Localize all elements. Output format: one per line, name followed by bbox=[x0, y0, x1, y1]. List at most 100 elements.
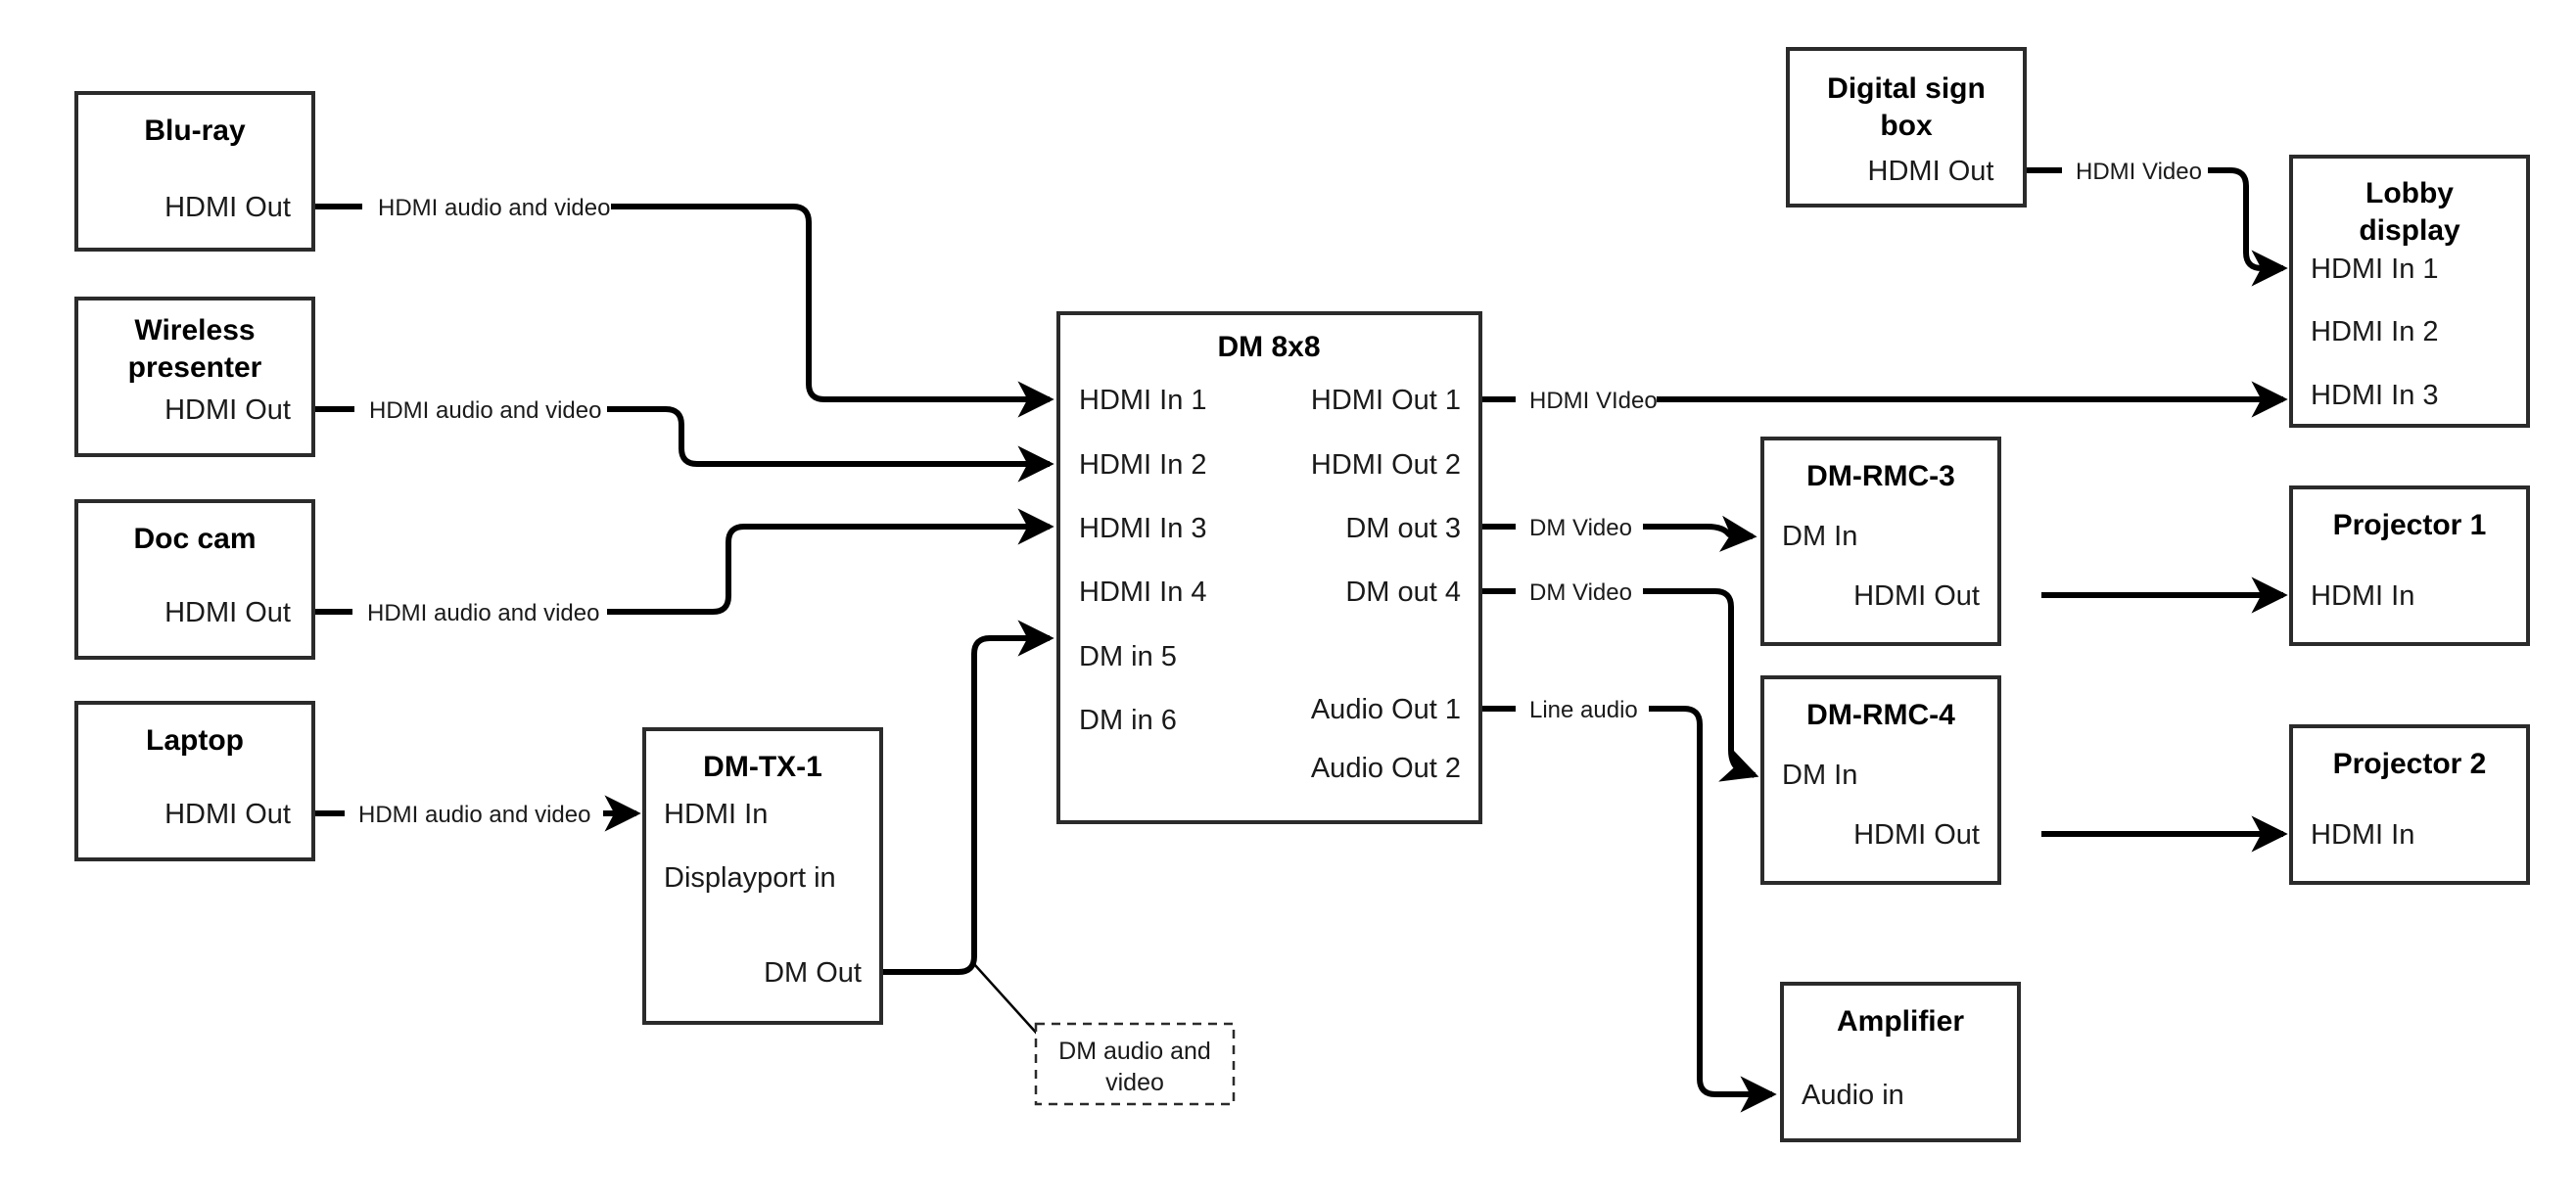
port-dm-8x8-dm-in-6: DM in 6 bbox=[1079, 705, 1177, 736]
wire-path bbox=[611, 204, 1054, 418]
port-laptop-hdmi-out: HDMI Out bbox=[164, 799, 291, 830]
node-dm-rmc-4-title: DM-RMC-4 bbox=[1806, 699, 1955, 731]
wire-label-hdmi-av-doccam: HDMI audio and video bbox=[367, 600, 599, 626]
port-dm-8x8-dm-out-3: DM out 3 bbox=[1345, 513, 1461, 544]
port-dm-rmc-4-dm-in: DM In bbox=[1782, 760, 1857, 791]
wire-path bbox=[1643, 515, 1757, 552]
node-projector-1-title: Projector 1 bbox=[2333, 509, 2487, 541]
node-dm-tx-1[interactable]: DM-TX-1 HDMI In Displayport in DM Out bbox=[642, 727, 883, 1025]
node-lobby-display-title-line2: display bbox=[2359, 214, 2460, 247]
port-doc-cam-hdmi-out: HDMI Out bbox=[164, 597, 291, 628]
node-laptop[interactable]: Laptop HDMI Out bbox=[74, 701, 315, 861]
connection-dm-hdmi-out-1-to-lobby-3: HDMI VIdeo bbox=[1480, 381, 2288, 418]
port-dm-8x8-audio-out-2: Audio Out 2 bbox=[1311, 753, 1461, 784]
port-dm-8x8-hdmi-in-2: HDMI In 2 bbox=[1079, 449, 1207, 481]
node-wireless-presenter-title-line2: presenter bbox=[128, 351, 262, 384]
wire-label-dm-video-4: DM Video bbox=[1529, 579, 1632, 606]
connection-signbox-to-lobby-hdmi-in-1: HDMI Video bbox=[2025, 159, 2288, 287]
node-dm-tx-1-title: DM-TX-1 bbox=[703, 751, 822, 783]
connection-dm-out-4-to-rmc4: DM Video bbox=[1480, 579, 1759, 782]
port-dm-rmc-3-dm-in: DM In bbox=[1782, 521, 1857, 552]
node-amplifier-frame bbox=[1780, 982, 2021, 1142]
wire-path bbox=[2208, 167, 2288, 287]
node-dm-rmc-4-frame bbox=[1760, 675, 2001, 885]
node-lobby-display-frame bbox=[2289, 155, 2530, 428]
wire-path bbox=[881, 620, 1054, 975]
node-bluray[interactable]: Blu-ray HDMI Out bbox=[74, 91, 315, 252]
connection-dm-out-3-to-rmc3: DM Video bbox=[1480, 515, 1757, 552]
wire-path bbox=[1643, 588, 1759, 782]
node-dm-rmc-4[interactable]: DM-RMC-4 DM In HDMI Out bbox=[1760, 675, 2001, 885]
wire-label-dm-video-3: DM Video bbox=[1529, 515, 1632, 541]
connection-doccam-to-dm-hdmi-in-3: HDMI audio and video bbox=[313, 508, 1054, 626]
node-bluray-title: Blu-ray bbox=[144, 115, 246, 147]
port-lobby-display-hdmi-in-3: HDMI In 3 bbox=[2311, 380, 2439, 411]
node-doc-cam-frame bbox=[74, 499, 315, 660]
node-bluray-frame bbox=[74, 91, 315, 252]
port-dm-8x8-hdmi-out-1: HDMI Out 1 bbox=[1311, 385, 1461, 416]
port-dm-tx-1-dm-out: DM Out bbox=[764, 957, 862, 989]
node-lobby-display-title-line1: Lobby bbox=[2365, 177, 2454, 209]
port-projector-1-hdmi-in: HDMI In bbox=[2311, 580, 2414, 612]
node-dm-rmc-3-frame bbox=[1760, 437, 2001, 646]
node-digital-sign-box-title-line1: Digital sign bbox=[1827, 72, 1986, 105]
node-projector-1[interactable]: Projector 1 HDMI In bbox=[2289, 485, 2530, 646]
node-wireless-presenter[interactable]: Wireless presenter HDMI Out bbox=[74, 297, 315, 457]
connection-bluray-to-dm-hdmi-in-1: HDMI audio and video bbox=[313, 195, 1054, 418]
node-projector-2-title: Projector 2 bbox=[2333, 748, 2487, 780]
node-dm-8x8[interactable]: DM 8x8 HDMI In 1 HDMI In 2 HDMI In 3 HDM… bbox=[1056, 311, 1482, 824]
node-dm-tx-1-frame bbox=[642, 727, 883, 1025]
note-leader-line bbox=[973, 963, 1039, 1036]
port-bluray-hdmi-out: HDMI Out bbox=[164, 192, 291, 223]
wire-path bbox=[607, 406, 1054, 483]
node-digital-sign-box[interactable]: Digital sign box HDMI Out bbox=[1786, 47, 2027, 208]
node-digital-sign-box-frame bbox=[1786, 47, 2027, 208]
port-dm-8x8-hdmi-in-1: HDMI In 1 bbox=[1079, 385, 1207, 416]
node-doc-cam[interactable]: Doc cam HDMI Out bbox=[74, 499, 315, 660]
port-dm-rmc-3-hdmi-out: HDMI Out bbox=[1853, 580, 1980, 612]
port-amplifier-audio-in: Audio in bbox=[1802, 1080, 1904, 1111]
port-dm-tx-1-hdmi-in: HDMI In bbox=[664, 799, 768, 830]
wire-path bbox=[607, 508, 1054, 615]
connection-laptop-to-dmtx1: HDMI audio and video bbox=[313, 795, 641, 832]
node-amplifier[interactable]: Amplifier Audio in bbox=[1780, 982, 2021, 1142]
port-dm-8x8-hdmi-in-3: HDMI In 3 bbox=[1079, 513, 1207, 544]
node-doc-cam-title: Doc cam bbox=[133, 523, 256, 555]
node-dm-rmc-3-title: DM-RMC-3 bbox=[1806, 460, 1955, 492]
node-lobby-display[interactable]: Lobby display HDMI In 1 HDMI In 2 HDMI I… bbox=[2289, 155, 2530, 428]
node-wireless-presenter-title-line1: Wireless bbox=[134, 314, 255, 346]
port-digital-sign-box-hdmi-out: HDMI Out bbox=[1868, 156, 1994, 187]
port-projector-2-hdmi-in: HDMI In bbox=[2311, 819, 2414, 851]
port-wireless-presenter-hdmi-out: HDMI Out bbox=[164, 394, 291, 426]
port-dm-8x8-hdmi-out-2: HDMI Out 2 bbox=[1311, 449, 1461, 481]
connection-dmtx1-to-dm-in-5 bbox=[881, 620, 1054, 1036]
port-dm-8x8-dm-in-5: DM in 5 bbox=[1079, 641, 1177, 672]
port-dm-tx-1-displayport-in: Displayport in bbox=[664, 862, 836, 894]
node-dm-8x8-frame bbox=[1056, 311, 1482, 824]
port-dm-8x8-dm-out-4: DM out 4 bbox=[1345, 577, 1461, 608]
wire-label-hdmi-video-sign: HDMI Video bbox=[2076, 159, 2202, 185]
node-wireless-presenter-frame bbox=[74, 297, 315, 457]
node-projector-1-frame bbox=[2289, 485, 2530, 646]
connection-audio-out-1-to-amplifier: Line audio bbox=[1480, 697, 1777, 1113]
port-dm-rmc-4-hdmi-out: HDMI Out bbox=[1853, 819, 1980, 851]
node-projector-2-frame bbox=[2289, 724, 2530, 885]
note-dm-audio-and-video: DM audio and video bbox=[1034, 1022, 1236, 1106]
note-dm-audio-and-video-line2: video bbox=[1105, 1069, 1164, 1096]
port-dm-8x8-audio-out-1: Audio Out 1 bbox=[1311, 694, 1461, 725]
port-dm-8x8-hdmi-in-4: HDMI In 4 bbox=[1079, 577, 1207, 608]
wire-label-hdmi-video-out1: HDMI VIdeo bbox=[1529, 388, 1658, 414]
node-projector-2[interactable]: Projector 2 HDMI In bbox=[2289, 724, 2530, 885]
node-dm-rmc-3[interactable]: DM-RMC-3 DM In HDMI Out bbox=[1760, 437, 2001, 646]
wire-label-line-audio: Line audio bbox=[1529, 697, 1638, 723]
wire-label-hdmi-av-wireless: HDMI audio and video bbox=[369, 397, 601, 424]
node-amplifier-title: Amplifier bbox=[1837, 1005, 1964, 1038]
node-laptop-title: Laptop bbox=[146, 724, 244, 757]
wire-path bbox=[1649, 706, 1777, 1113]
note-dm-audio-and-video-frame bbox=[1034, 1022, 1236, 1106]
connection-wireless-to-dm-hdmi-in-2: HDMI audio and video bbox=[313, 397, 1054, 483]
node-dm-8x8-title: DM 8x8 bbox=[1217, 331, 1320, 363]
node-laptop-frame bbox=[74, 701, 315, 861]
